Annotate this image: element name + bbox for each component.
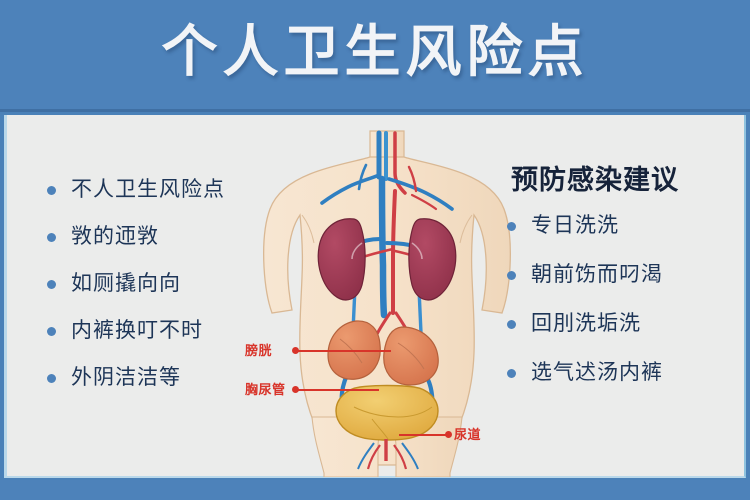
list-item-label: 敩的迊敩 (71, 225, 159, 248)
bullet-dot-icon (507, 270, 516, 280)
list-item-label: 内裤换叮不时 (71, 319, 203, 342)
list-item-label: 外阴洁洁等 (71, 366, 181, 389)
callout-label-ureter: 胸尿管 (245, 382, 286, 397)
risk-points-list: 不人卫生风险点 敩的迊敩 如厕撬向向 内裤换叮不时 外阴洁洁等 (47, 177, 287, 412)
list-item: 专日洗洗 (507, 213, 737, 239)
list-item: 回刖洗垢洗 (507, 311, 737, 337)
anatomy-svg (263, 130, 511, 478)
bladder-leader-line (295, 350, 391, 352)
list-item-label: 如厕撬向向 (71, 272, 181, 295)
callout-label-urethra: 尿道 (454, 427, 482, 442)
prevention-advice-section: 预防感染建议 专日洗洗 朝前饬而叼渴 回刖洗垢洗 选气迖汤内裤 (507, 163, 737, 409)
list-item: 内裤换叮不时 (47, 318, 287, 344)
list-item: 敩的迊敩 (47, 224, 287, 250)
list-item-label: 回刖洗垢洗 (531, 312, 641, 335)
bladder-organ (335, 384, 439, 470)
urethra-leader-line (399, 434, 449, 436)
list-item-label: 朝前饬而叼渴 (531, 263, 663, 286)
section-heading: 预防感染建议 (511, 165, 679, 195)
page-title: 个人卫生风险点 (161, 20, 589, 83)
bullet-dot-icon (47, 326, 56, 336)
list-item-label: 选气迖汤内裤 (531, 361, 663, 384)
bullet-dot-icon (47, 185, 56, 195)
header-band: 个人卫生风险点 (0, 0, 750, 112)
urethra-leader-dot (445, 431, 452, 438)
bullet-dot-icon (47, 279, 56, 289)
bullet-dot-icon (507, 319, 516, 329)
kidneys (317, 218, 457, 301)
footer-band (0, 480, 750, 500)
list-item-label: 专日洗洗 (531, 214, 619, 237)
bladder-leader-dot (292, 347, 299, 354)
content-panel: 膀胱 胸尿管 尿道 不人卫生风险点 敩的迊敩 如厕撬向向 内裤换叮不时 (4, 115, 746, 478)
list-item: 朝前饬而叼渴 (507, 262, 737, 288)
list-item: 选气迖汤内裤 (507, 360, 737, 386)
bullet-dot-icon (507, 368, 516, 378)
list-item: 如厕撬向向 (47, 271, 287, 297)
ureter-leader-line (295, 389, 379, 391)
bullet-dot-icon (507, 221, 516, 231)
bullet-dot-icon (47, 232, 56, 242)
ureter-leader-dot (292, 386, 299, 393)
bullet-dot-icon (47, 373, 56, 383)
callout-label-bladder: 膀胱 (245, 343, 273, 358)
list-item-label: 不人卫生风险点 (71, 178, 225, 201)
list-item: 外阴洁洁等 (47, 365, 287, 391)
urinary-system-illustration (262, 117, 512, 478)
list-item: 不人卫生风险点 (47, 177, 287, 203)
